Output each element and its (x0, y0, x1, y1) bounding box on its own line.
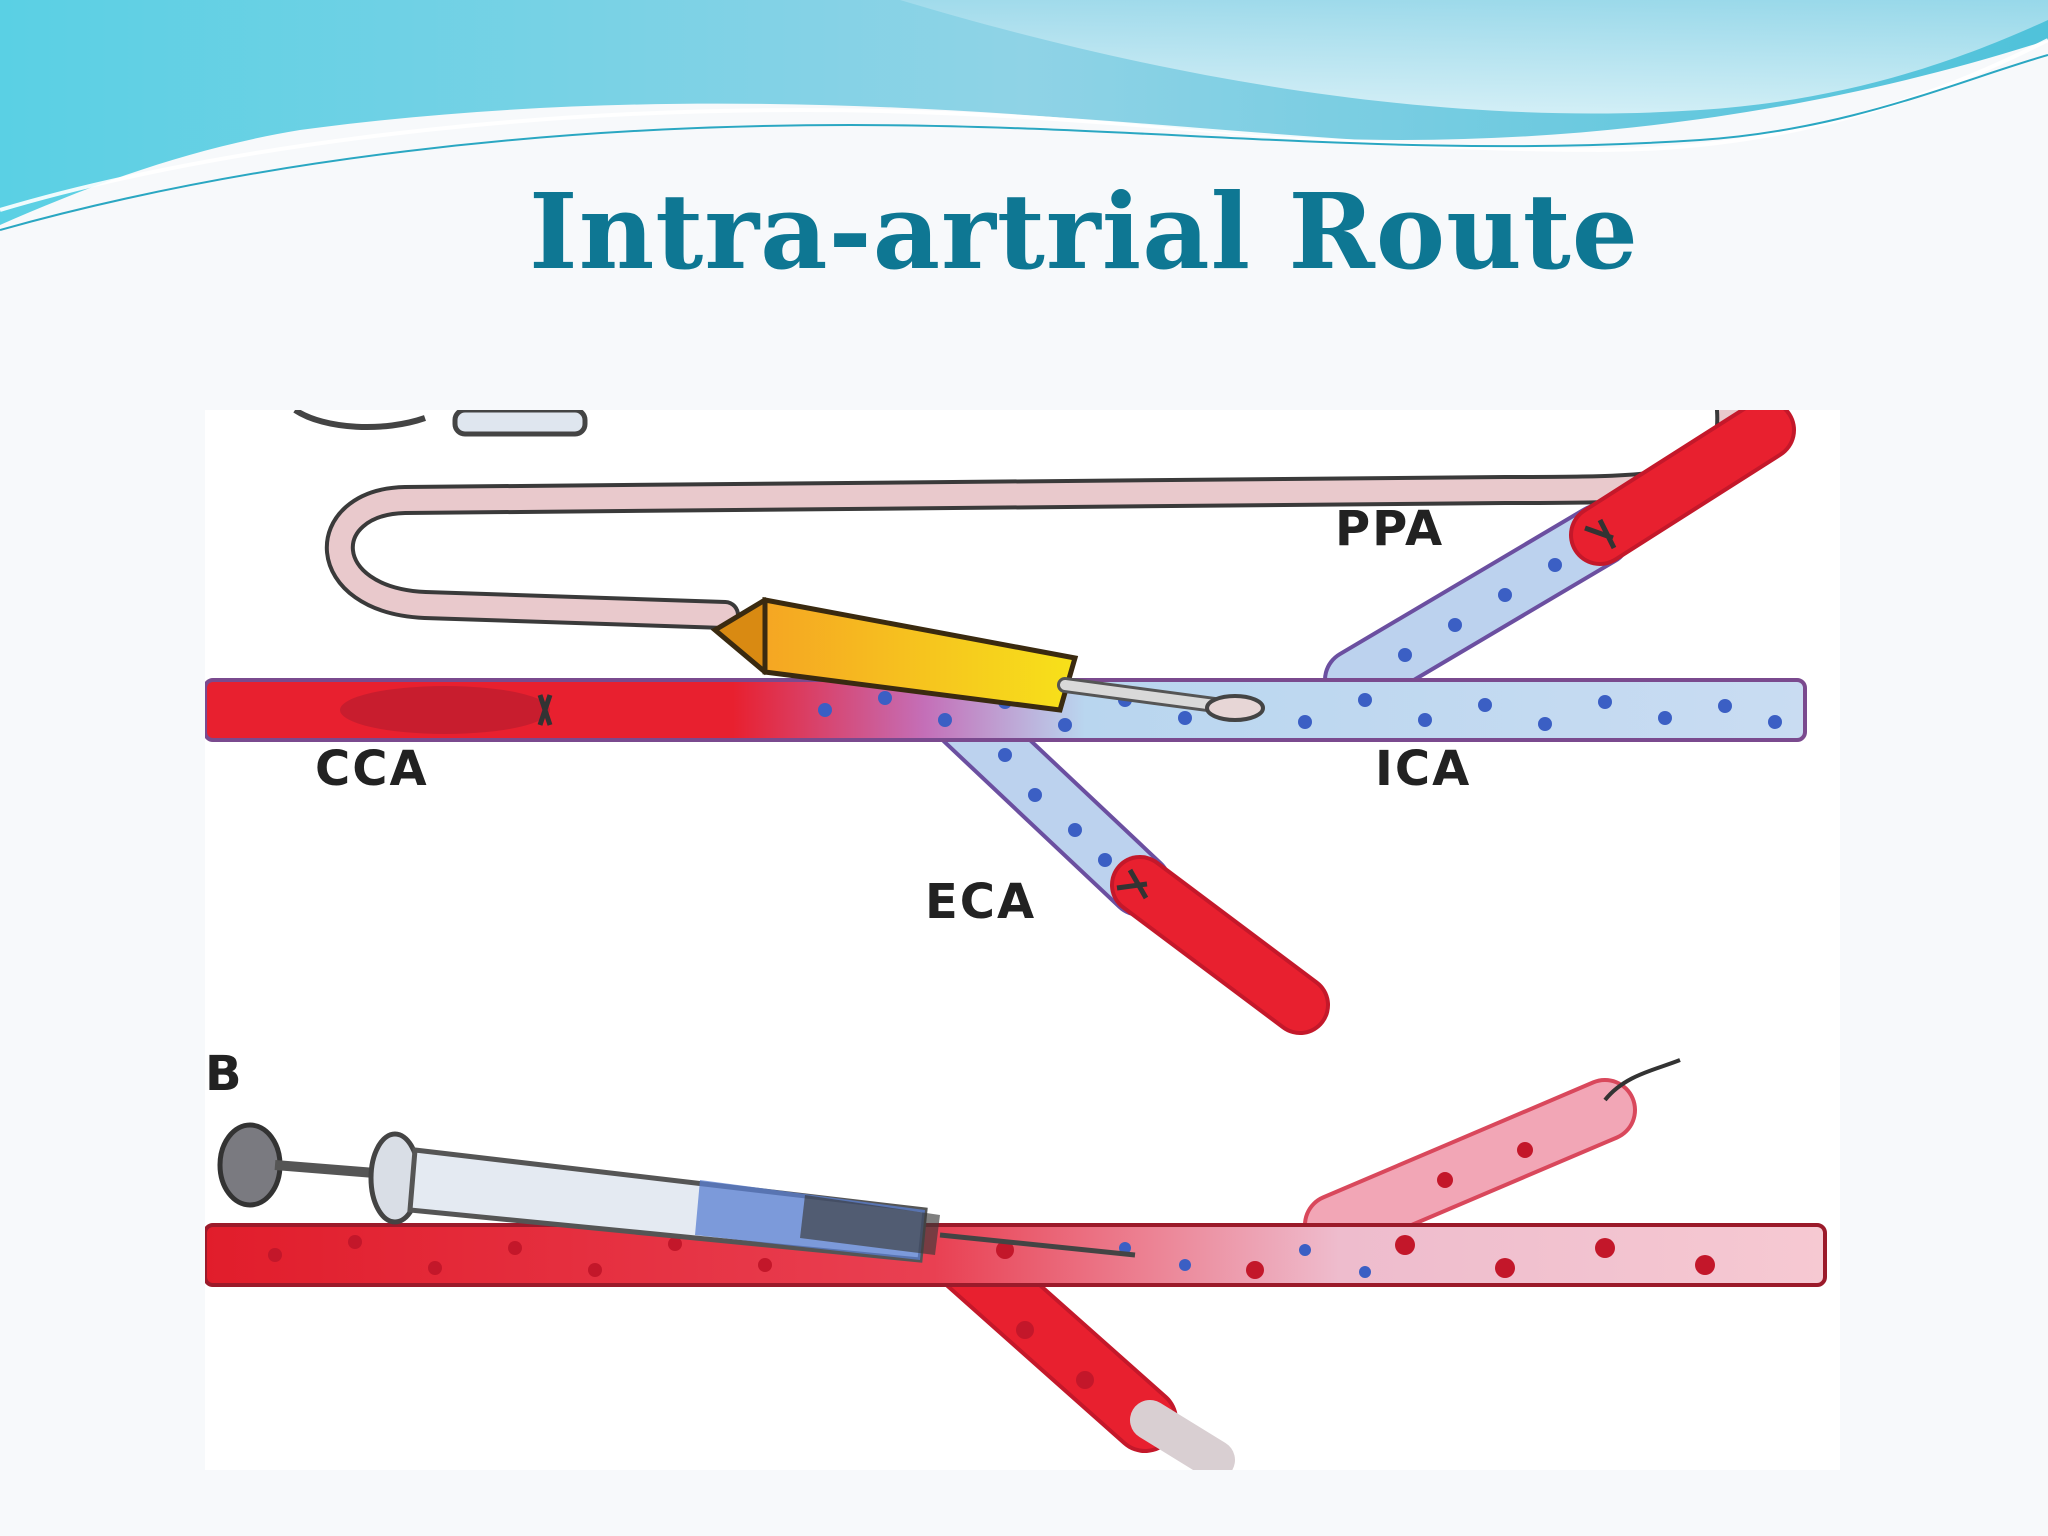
blood-cells-blue (818, 558, 1782, 867)
top-partial-object (293, 410, 426, 431)
label-ica: ICA (1375, 741, 1471, 797)
blood-cells-blue-panel-b (1119, 1242, 1371, 1278)
artery-illustration: PPA CCA ICA ECA B (205, 410, 1840, 1470)
panel-b-suture (1603, 1058, 1681, 1102)
cca-clot (340, 686, 550, 734)
panel-b-label: B (205, 1046, 244, 1102)
ppa-distal (1573, 410, 1792, 562)
eca-distal (1114, 859, 1326, 1031)
slide-title: Intra-artrial Route (529, 170, 1639, 293)
cca-ligature (537, 694, 553, 726)
syringe (217, 1122, 1136, 1263)
ppa-branch (1327, 507, 1628, 708)
panel-b-lower-tied-end (1130, 1400, 1235, 1470)
panel-b-upper-branch (1307, 1082, 1633, 1253)
eca-branch (937, 692, 1168, 913)
top-partial-object (452, 410, 588, 437)
ppa-ligature (1584, 518, 1617, 550)
label-eca: ECA (925, 874, 1036, 930)
artery-diagram-svg: PPA CCA ICA ECA B (205, 410, 1827, 1470)
label-ppa: PPA (1335, 501, 1444, 557)
label-cca: CCA (315, 741, 429, 797)
catheter-probe (710, 596, 1265, 722)
blood-cells-red (268, 1142, 1715, 1389)
eca-ligature (1116, 868, 1149, 900)
header-wave-decoration (0, 0, 2048, 231)
panel-b-main-vessel (205, 1223, 1827, 1287)
